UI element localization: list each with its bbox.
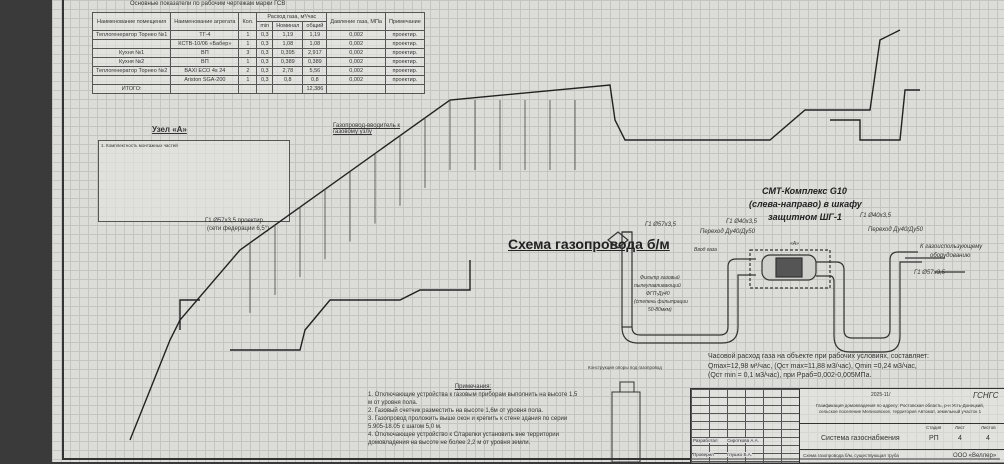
meter-title-2: (слева-направо) в шкафу — [749, 199, 862, 209]
filter-3: ФГП-Ду40 — [646, 291, 670, 297]
stage-header: Стадия — [926, 425, 942, 430]
chimney-label: Конструкция опоры под газопровод — [588, 365, 662, 370]
flow-line-3: (Qст min = 0,1 м3/час), при Pраб=0,002-0… — [708, 372, 872, 379]
company: ООО «Веллер» — [953, 453, 997, 459]
pipe-57-label: Г1 Ø57х3,5 — [645, 222, 676, 228]
address: Газификация домовладения по адресу: Рост… — [816, 403, 984, 414]
flow-line-1: Часовой расход газа на объекте при рабоч… — [708, 353, 930, 360]
to-equipment-1: К газоиспользующему — [920, 244, 983, 250]
title-block: Разработал Сироткова А.А. Проверил Глушк… — [690, 388, 1004, 464]
node-a-subtitle: 1. Комплектность монтажных частей — [101, 143, 178, 148]
drawing-frame — [62, 0, 1000, 460]
node-a-title: Узел «А» — [152, 125, 187, 134]
meter-title-3: защитном ШГ-1 — [768, 212, 842, 222]
table-cell — [272, 84, 304, 94]
pipe-57-out-label: Г1 Ø57х3,5 — [914, 270, 945, 276]
note-item: 2. Газовый счетчик разместить на высоте … — [368, 408, 544, 414]
table-cell — [170, 84, 240, 94]
flow-line-2: Qmax=12,98 м³/час, (Qст max=11,88 м3/час… — [708, 363, 917, 370]
developer-role: Разработал — [693, 438, 718, 443]
meter-title-1: СМТ-Комплекс G10 — [762, 186, 847, 196]
transition-2-label: Переход Ду40/Ду50 — [868, 227, 923, 233]
filter-5: 50-80мкм) — [648, 307, 672, 313]
table-row: ИТОГО: 12,386 — [91, 84, 425, 94]
pipe-40b-label: Г1 Ø40х3,5 — [860, 213, 891, 219]
system-name: Система газоснабжения — [821, 435, 900, 442]
node-a-table: 1. Комплектность монтажных частей — [98, 140, 290, 222]
note-item: 1. Отключающие устройства к газовым приб… — [368, 392, 578, 406]
notes: Примечания: 1. Отключающие устройства к … — [368, 383, 578, 447]
transition-1-label: Переход Ду40/Ду50 — [700, 229, 755, 235]
filter-4: (степень фильтрации — [634, 299, 688, 305]
table-cell — [238, 84, 258, 94]
table-caption: Основные показатели по рабочим чертежам … — [130, 1, 286, 7]
gas-connect-label: Газопровод-вводитель к газовому узлу — [333, 123, 401, 135]
org: ГСНГС — [973, 391, 999, 400]
checker: Глушко В.А. — [727, 452, 752, 457]
pipe-40-label: Г1 Ø40х3,5 — [726, 219, 757, 225]
sheet: 4 — [958, 435, 962, 442]
filter-2: пылеулавливающий — [634, 283, 681, 289]
notes-title: Примечания: — [454, 384, 492, 390]
doc-code: 2025-11/ — [871, 392, 891, 398]
input-label: Ввод газа — [694, 247, 717, 253]
gas-consumption-table: Наименование помещения Наименование агре… — [91, 12, 425, 94]
node-a-pipe-label: Г1 Ø57х3,5 проектир. — [205, 218, 265, 224]
sheets-header: Листов — [981, 425, 996, 430]
developer: Сироткова А.А. — [727, 438, 759, 443]
stage: РП — [929, 435, 939, 442]
node-mark: «А» — [790, 241, 799, 247]
note-item: 4. Отключающее устройство к С/гарелки ус… — [368, 432, 559, 446]
scheme-title: Схема газопровода б/м — [508, 236, 670, 252]
table-cell: ИТОГО: — [91, 84, 172, 94]
filter-1: Фильтр газовый — [640, 275, 680, 281]
table-cell: 12,386 — [302, 84, 328, 94]
sheet-header: Лист — [955, 425, 965, 430]
note-item: 3. Газопровод проложить выше окон и креп… — [368, 416, 568, 430]
checker-role: Проверил — [693, 452, 714, 457]
table-cell — [384, 84, 425, 94]
node-a-pipe-label2: (сети федерации 6,5°) — [207, 226, 270, 232]
sheet-name: Схема газопровода б/м, существующая труб… — [803, 453, 899, 458]
sheets: 4 — [986, 435, 990, 442]
revision-grid — [691, 389, 800, 463]
to-equipment-2: оборудованию — [930, 253, 971, 259]
